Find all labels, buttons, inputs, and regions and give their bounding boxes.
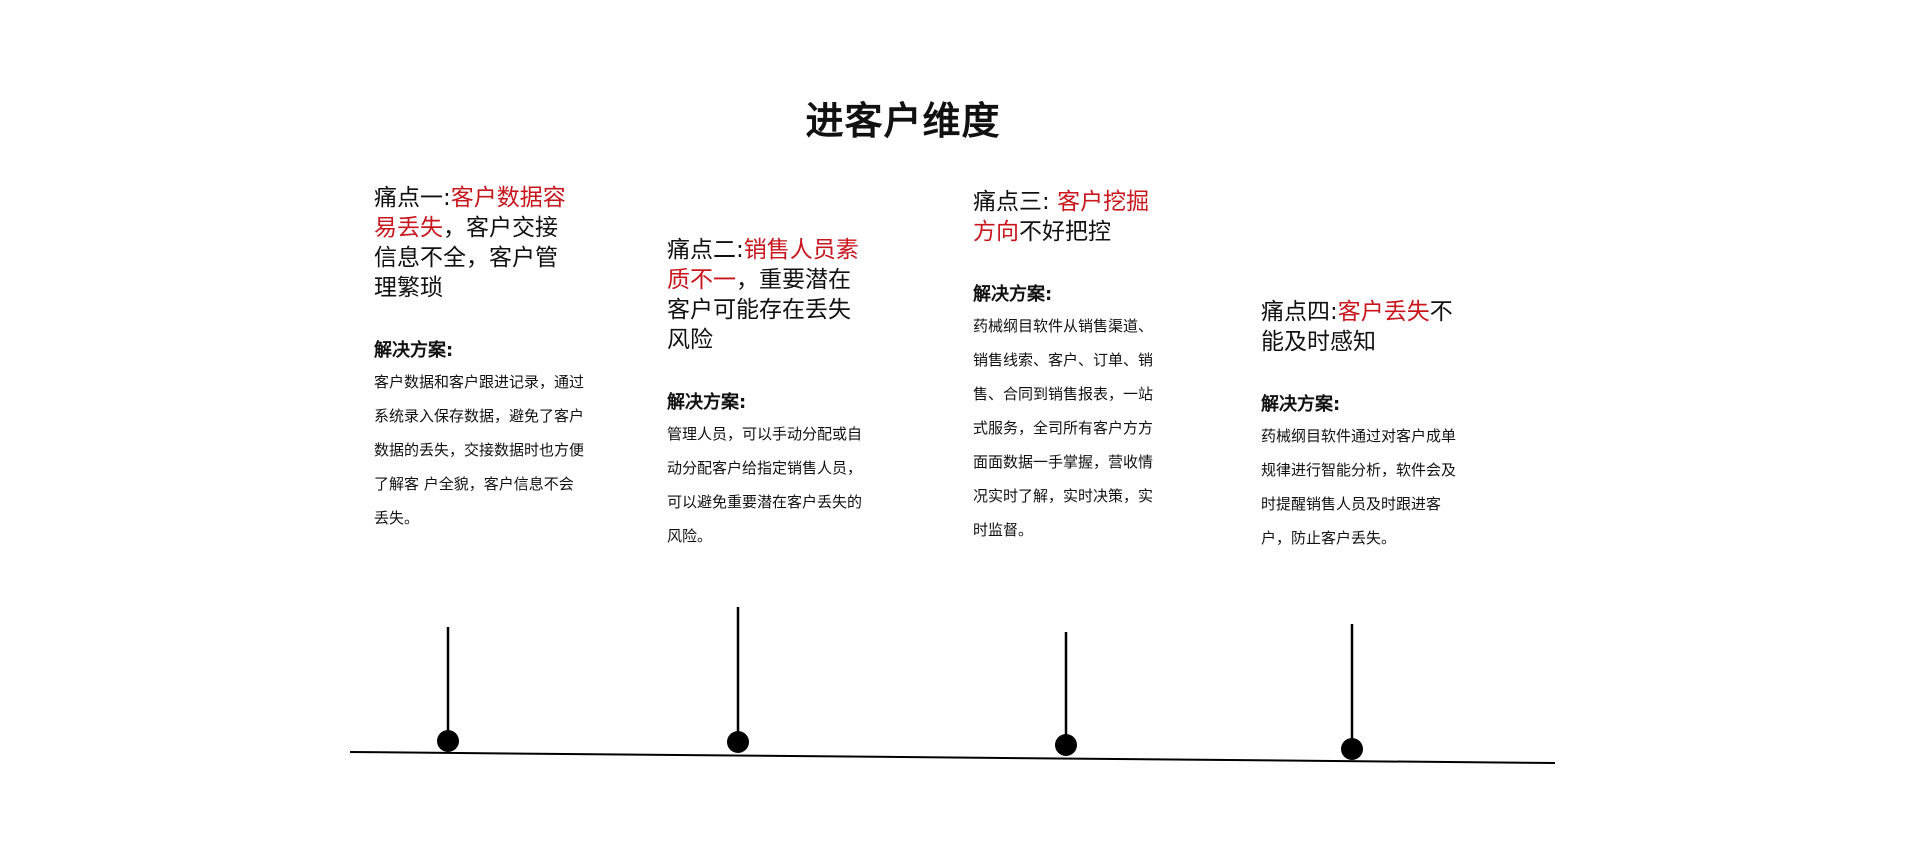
pain-point-prefix: 痛点四: — [1261, 299, 1338, 325]
pain-point-highlight: 客户挖掘方向 — [973, 189, 1150, 245]
pain-point-highlight: 客户数据容易丢失 — [374, 185, 566, 241]
pain-point-rest: 不好把控 — [1019, 219, 1111, 245]
pain-point-1: 痛点一:客户数据容易丢失，客户交接信息不全，客户管理繁琐 解决方案: 客户数据和… — [374, 183, 584, 535]
pain-point-prefix: 痛点一: — [374, 185, 451, 211]
pain-point-prefix: 痛点三: — [973, 189, 1058, 215]
solution-text: 客户数据和客户跟进记录，通过系统录入保存数据，避免了客户数据的丢失，交接数据时也… — [374, 373, 585, 527]
solution-title: 解决方案: — [973, 284, 1053, 305]
pain-point-heading: 痛点三: 客户挖掘方向不好把控 — [973, 187, 1168, 247]
pain-point-heading: 痛点二:销售人员素质不一，重要潜在客户可能存在丢失风险 — [667, 235, 872, 355]
solution-title: 解决方案: — [374, 340, 454, 361]
solution-text: 药械纲目软件从销售渠道、销售线索、客户、订单、销售、合同到销售报表，一站式服务，… — [973, 317, 1154, 539]
pain-point-4: 痛点四:客户丢失不能及时感知 解决方案: 药械纲目软件通过对客户成单规律进行智能… — [1261, 297, 1466, 555]
solution-title: 解决方案: — [1261, 394, 1341, 415]
pain-point-highlight: 销售人员素质不一 — [667, 237, 859, 293]
pain-point-rest: ，客户交接信息不全，客户管理繁琐 — [374, 215, 558, 301]
pain-point-3: 痛点三: 客户挖掘方向不好把控 解决方案: 药械纲目软件从销售渠道、销售线索、客… — [973, 187, 1168, 547]
solution-text: 管理人员，可以手动分配或自动分配客户给指定销售人员，可以避免重要潜在客户丢失的风… — [667, 425, 863, 545]
page-title: 进客户维度 — [805, 99, 1001, 143]
pain-point-heading: 痛点四:客户丢失不能及时感知 — [1261, 297, 1466, 357]
pain-point-rest: 不能及时感知 — [1261, 299, 1453, 355]
timeline-baseline — [349, 751, 1556, 764]
timeline-node-1 — [437, 730, 459, 752]
timeline-node-2 — [727, 731, 749, 753]
solution-text: 药械纲目软件通过对客户成单规律进行智能分析，软件会及时提醒销售人员及时跟进客户，… — [1261, 427, 1457, 547]
timeline-node-3 — [1055, 734, 1077, 756]
solution-title: 解决方案: — [667, 392, 747, 413]
pain-point-prefix: 痛点二: — [667, 237, 744, 263]
pain-point-heading: 痛点一:客户数据容易丢失，客户交接信息不全，客户管理繁琐 — [374, 183, 579, 303]
timeline-node-4 — [1341, 738, 1363, 760]
pain-point-rest: ，重要潜在客户可能存在丢失风险 — [667, 267, 851, 353]
pain-point-2: 痛点二:销售人员素质不一，重要潜在客户可能存在丢失风险 解决方案: 管理人员，可… — [667, 235, 872, 553]
pain-point-highlight: 客户丢失 — [1337, 299, 1430, 325]
